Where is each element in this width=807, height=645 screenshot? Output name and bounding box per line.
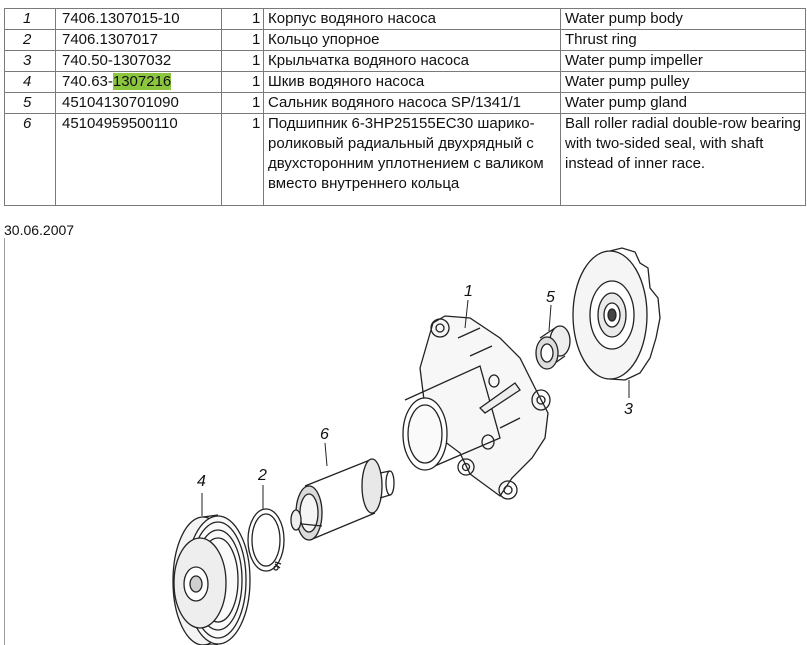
parts-table: 1 7406.1307015-10 1 Корпус водяного насо… [4,8,806,206]
highlighted-part-number: 1307216 [112,73,172,90]
part-number: 7406.1307017 [55,29,222,51]
table-row: 2 7406.1307017 1 Кольцо упорное Thrust r… [4,29,806,51]
position-number: 4 [4,71,56,93]
position-number: 2 [4,29,56,51]
bearing-drawing [290,458,395,541]
table-row: 1 7406.1307015-10 1 Корпус водяного насо… [4,8,806,30]
quantity: 1 [221,50,264,72]
part-number: 7406.1307015-10 [55,8,222,30]
document-date: 30.06.2007 [4,222,75,238]
pump-body-drawing [402,315,551,500]
pulley-drawing [172,514,251,645]
table-row: 3 740.50-1307032 1 Крыльчатка водяного н… [4,50,806,72]
position-number: 1 [4,8,56,30]
part-number: 45104130701090 [55,92,222,114]
callout-2: 2 [257,467,267,484]
name-en: Water pump body [560,8,806,30]
exploded-view-diagram: 1 2 3 4 5 6 [172,247,661,645]
callout-3: 3 [624,401,633,418]
part-number: 740.63-1307216 [55,71,222,93]
table-row: 5 45104130701090 1 Сальник водяного насо… [4,92,806,114]
callout-6: 6 [320,426,329,443]
name-ru: Кольцо упорное [263,29,561,51]
part-number-prefix: 740.63- [62,73,113,90]
quantity: 1 [221,92,264,114]
name-ru: Подшипник 6-3НР25155ЕС30 шарико-роликовы… [263,113,561,206]
name-en: Ball roller radial double-row bearing wi… [560,113,806,206]
name-ru: Сальник водяного насоса SP/1341/1 [263,92,561,114]
name-ru: Корпус водяного насоса [263,8,561,30]
table-row: 4 740.63-1307216 1 Шкив водяного насоса … [4,71,806,93]
quantity: 1 [221,29,264,51]
part-number: 45104959500110 [55,113,222,206]
position-number: 5 [4,92,56,114]
name-en: Water pump pulley [560,71,806,93]
position-number: 6 [4,113,56,206]
callout-5: 5 [546,289,555,306]
name-ru: Шкив водяного насоса [263,71,561,93]
quantity: 1 [221,71,264,93]
margin-line [4,238,5,645]
quantity: 1 [221,113,264,206]
name-en: Thrust ring [560,29,806,51]
position-number: 3 [4,50,56,72]
quantity: 1 [221,8,264,30]
impeller-drawing [572,247,661,381]
gland-drawing [535,325,571,370]
callout-4: 4 [197,473,206,490]
table-row: 6 45104959500110 1 Подшипник 6-3НР25155Е… [4,113,806,206]
part-number: 740.50-1307032 [55,50,222,72]
callout-1: 1 [464,283,473,300]
name-en: Water pump gland [560,92,806,114]
callout-leaders [201,299,630,516]
name-en: Water pump impeller [560,50,806,72]
name-ru: Крыльчатка водяного насоса [263,50,561,72]
thrust-ring-drawing [247,508,285,572]
